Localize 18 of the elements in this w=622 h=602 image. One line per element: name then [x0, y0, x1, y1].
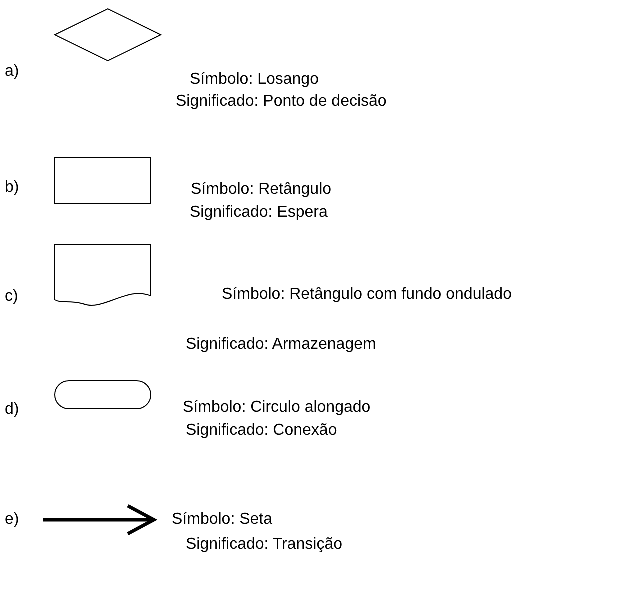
item-letter: b): [5, 178, 20, 197]
meaning-caption: Significado: Espera: [190, 203, 328, 222]
item-letter: d): [5, 400, 20, 419]
rectangle-symbol: [54, 157, 152, 205]
symbol-caption: Símbolo: Seta: [172, 510, 272, 529]
symbol-caption: Símbolo: Retângulo com fundo ondulado: [221, 285, 513, 305]
item-letter: a): [5, 62, 20, 81]
arrow-symbol: [40, 503, 158, 537]
meaning-caption: Significado: Conexão: [186, 421, 338, 440]
item-letter: c): [5, 287, 18, 306]
meaning-caption: Significado: Armazenagem: [186, 335, 376, 354]
symbol-caption: Símbolo: Circulo alongado: [183, 398, 371, 417]
symbol-caption: Símbolo: Retângulo: [191, 180, 332, 199]
meaning-caption: Significado: Transição: [186, 535, 343, 554]
meaning-caption: Significado: Ponto de decisão: [176, 92, 387, 111]
symbol-caption: Símbolo: Losango: [190, 70, 319, 89]
decision-diamond: [54, 8, 162, 62]
item-letter: e): [5, 510, 20, 529]
